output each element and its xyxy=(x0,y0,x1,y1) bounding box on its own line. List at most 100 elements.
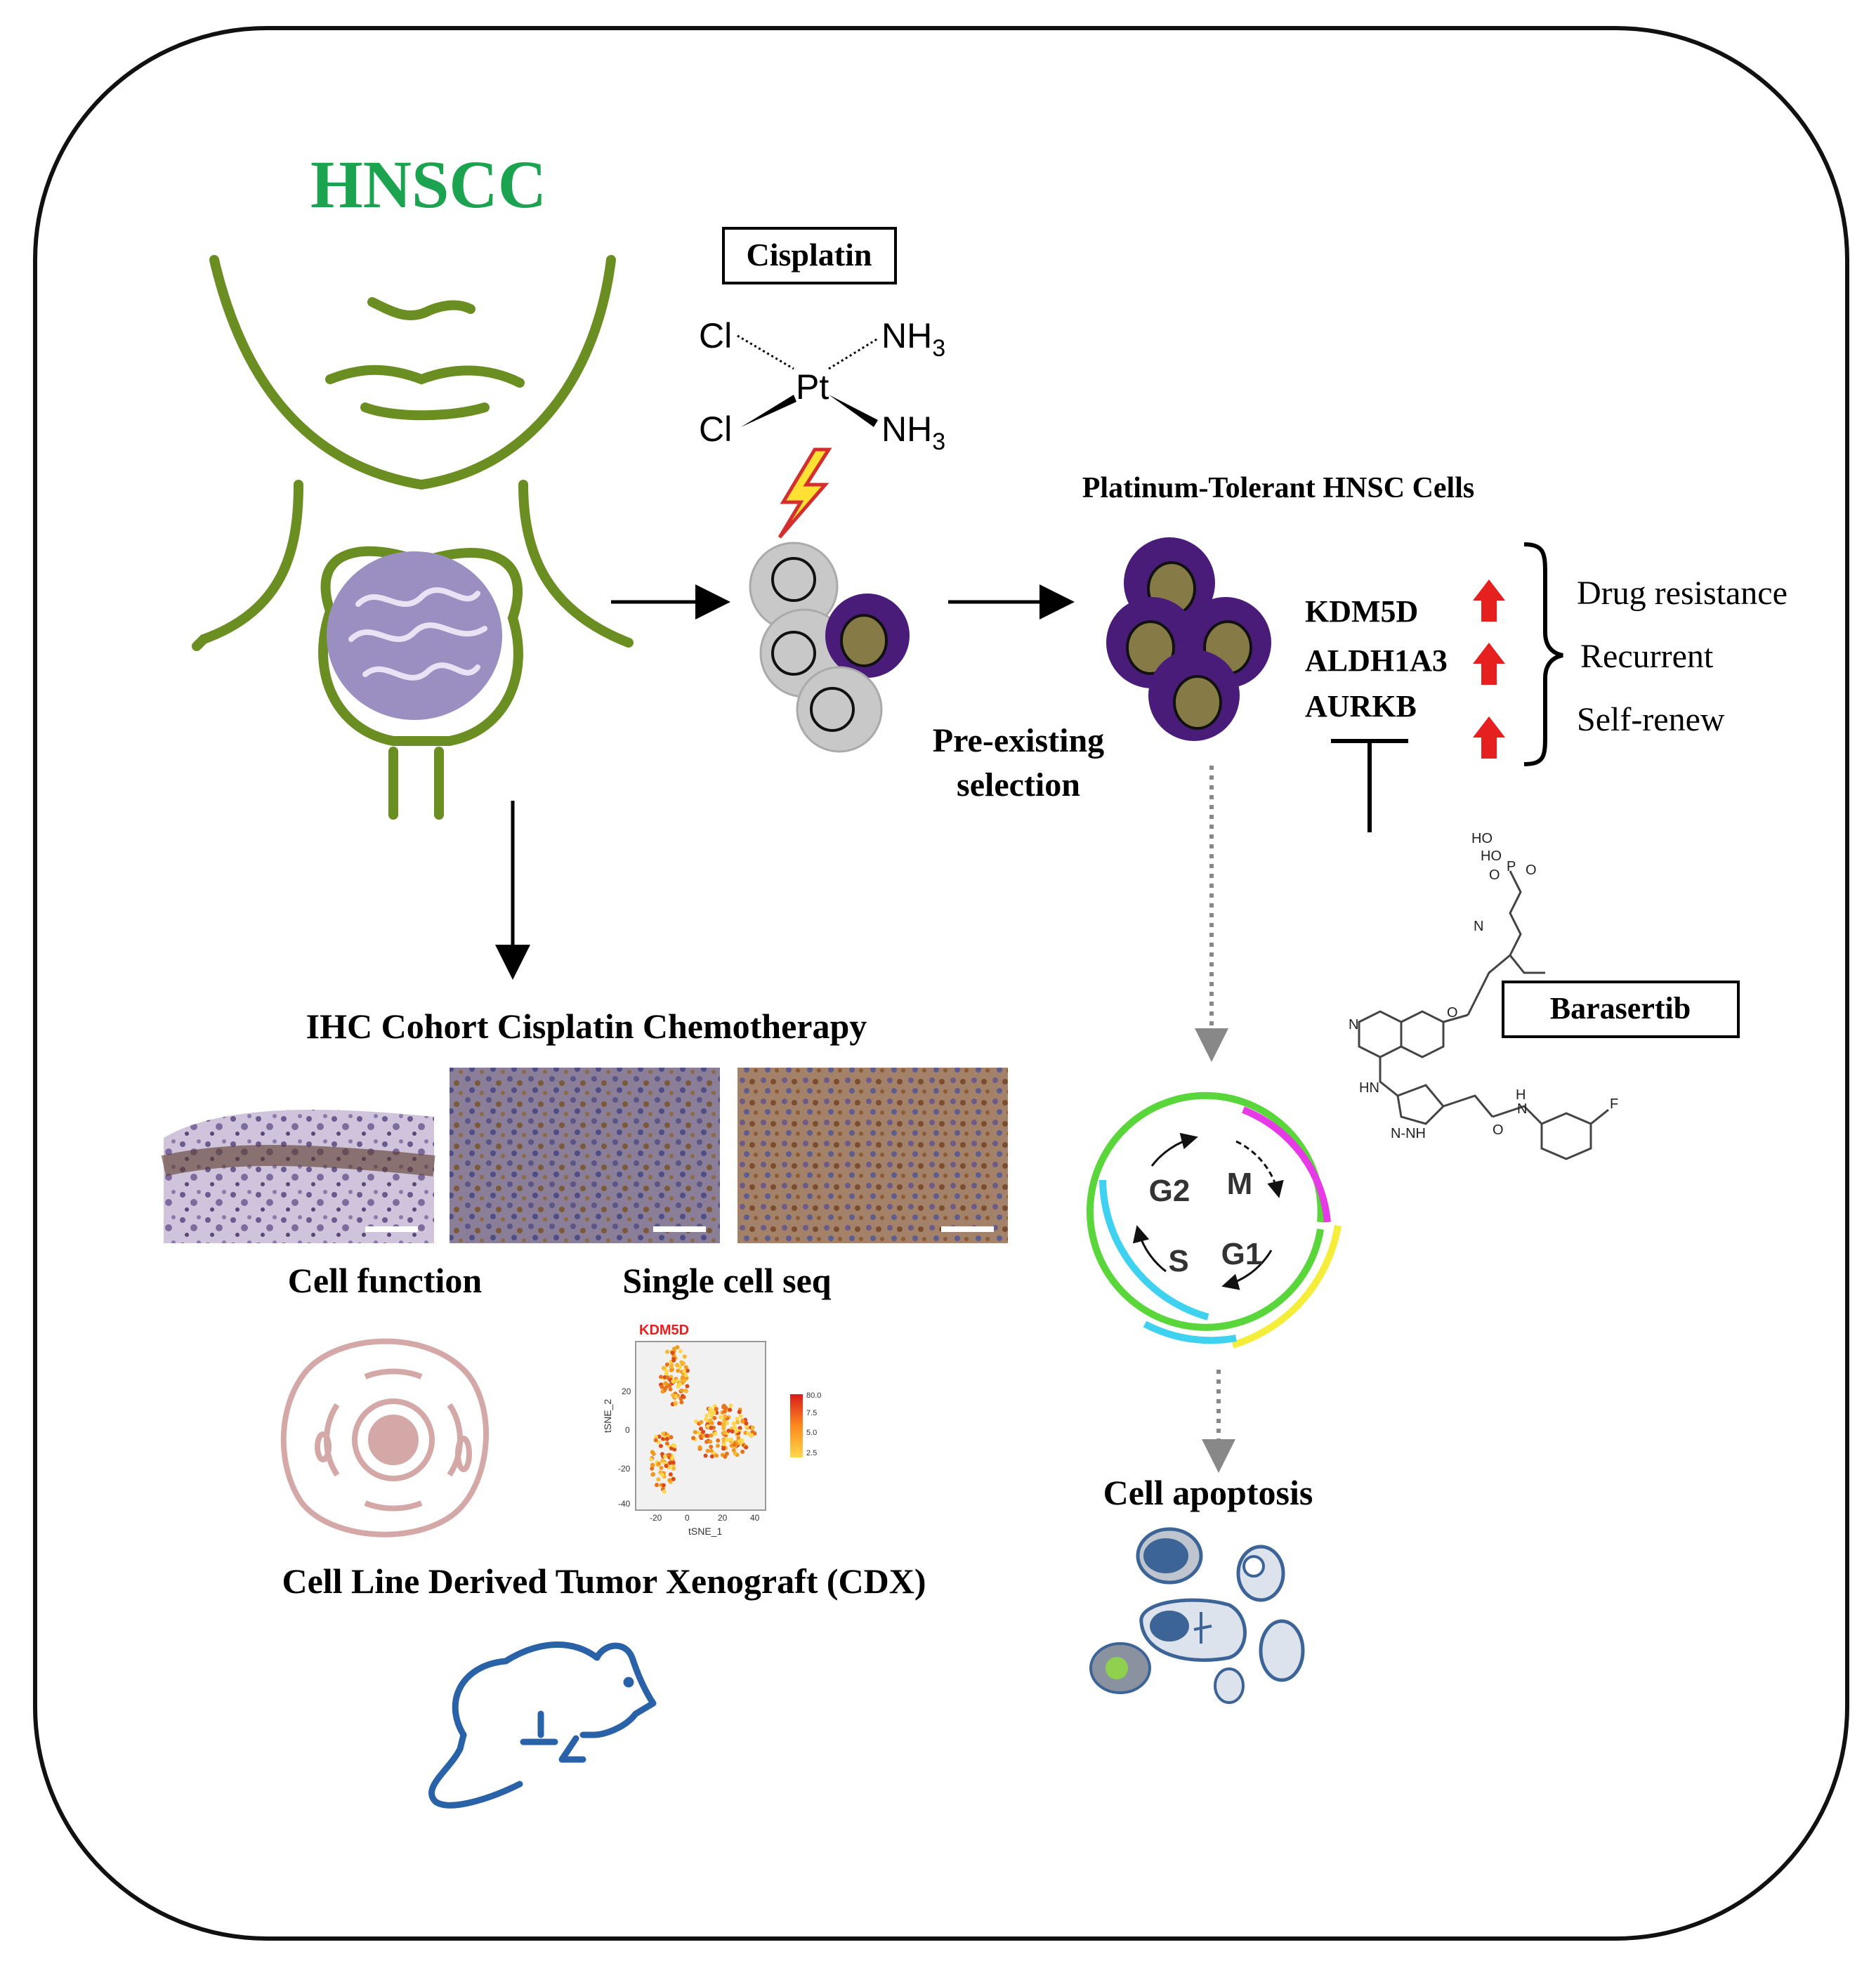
tsne-point xyxy=(721,1437,726,1442)
effect-recurrent: Recurrent xyxy=(1580,638,1714,675)
tsne-point xyxy=(735,1416,740,1421)
tsne-plot: KDM5D tSNE_2 tSNE_1 20 0 -20 -40 -20 0 2… xyxy=(602,1323,832,1537)
svg-text:5.0: 5.0 xyxy=(806,1429,817,1437)
svg-text:G1: G1 xyxy=(1221,1237,1263,1271)
tsne-point xyxy=(668,1460,673,1465)
tsne-point xyxy=(713,1431,718,1436)
svg-text:S: S xyxy=(1168,1244,1188,1278)
tsne-point xyxy=(731,1421,736,1426)
tsne-point xyxy=(650,1450,655,1455)
tsne-point xyxy=(664,1371,669,1376)
svg-text:HN: HN xyxy=(1359,1080,1379,1096)
tsne-point xyxy=(677,1382,682,1387)
apoptosis-cells xyxy=(1089,1527,1305,1704)
tsne-point xyxy=(724,1451,729,1456)
tsne-point xyxy=(744,1421,749,1426)
tsne-point xyxy=(668,1387,673,1391)
svg-text:O: O xyxy=(1493,1122,1504,1138)
tsne-point xyxy=(671,1460,676,1465)
tsne-point xyxy=(669,1446,674,1451)
svg-text:M: M xyxy=(1227,1167,1253,1201)
tsne-point xyxy=(671,1356,676,1361)
tsne-point xyxy=(650,1472,655,1477)
tsne-point xyxy=(661,1365,666,1370)
tsne-point xyxy=(733,1451,737,1456)
svg-text:O: O xyxy=(1447,1005,1458,1021)
svg-text:Pt: Pt xyxy=(796,367,829,407)
tsne-point xyxy=(668,1472,673,1477)
tsne-point xyxy=(671,1393,676,1398)
tsne-point xyxy=(704,1417,709,1422)
cisplatin-structure: Cl Cl Pt NH3 NH3 xyxy=(699,316,945,455)
tsne-point xyxy=(723,1414,728,1419)
tsne-point xyxy=(744,1445,749,1450)
tsne-point xyxy=(698,1427,703,1431)
tsne-point xyxy=(717,1421,722,1426)
tsne-point xyxy=(733,1425,737,1430)
tsne-point xyxy=(663,1386,668,1391)
tsne-point xyxy=(718,1415,723,1420)
tsne-point xyxy=(732,1442,737,1447)
cell-cycle-diagram: G2 M S G1 xyxy=(1086,1092,1342,1349)
tsne-point xyxy=(658,1443,663,1448)
tsne-point xyxy=(705,1424,710,1429)
tsne-point xyxy=(704,1413,709,1418)
svg-text:KDM5D: KDM5D xyxy=(639,1323,689,1338)
tsne-point xyxy=(708,1439,713,1444)
tsne-point xyxy=(679,1400,684,1405)
single-cell-seq-label: Single cell seq xyxy=(622,1261,831,1300)
tsne-point xyxy=(703,1453,708,1458)
tsne-point xyxy=(725,1421,730,1426)
svg-text:20: 20 xyxy=(718,1513,728,1523)
tsne-point xyxy=(669,1363,674,1368)
svg-text:O: O xyxy=(1489,867,1500,883)
tsne-point xyxy=(716,1438,721,1443)
gene-aurkb: AURKB xyxy=(1305,689,1417,723)
tsne-point xyxy=(664,1362,669,1367)
tsne-point xyxy=(736,1436,741,1441)
tsne-point xyxy=(740,1449,745,1454)
tsne-point xyxy=(683,1389,688,1394)
tsne-point xyxy=(738,1414,743,1419)
mouse-icon xyxy=(428,1641,657,1809)
tsne-point xyxy=(660,1472,664,1477)
tsne-point xyxy=(731,1448,736,1453)
tsne-point xyxy=(655,1483,660,1488)
tsne-point xyxy=(662,1489,667,1494)
lightning-bolt-icon xyxy=(778,447,832,539)
tsne-point xyxy=(653,1438,658,1443)
svg-text:tSNE_1: tSNE_1 xyxy=(688,1526,722,1537)
preexisting-line2: selection xyxy=(957,766,1080,804)
tsne-point xyxy=(683,1372,688,1377)
tsne-point xyxy=(697,1445,702,1450)
svg-text:0: 0 xyxy=(625,1425,630,1435)
tsne-point xyxy=(721,1422,726,1427)
tsne-point xyxy=(709,1426,714,1431)
tsne-point xyxy=(682,1378,687,1383)
tsne-point xyxy=(685,1368,690,1373)
svg-text:P: P xyxy=(1507,859,1516,874)
svg-text:2.5: 2.5 xyxy=(806,1449,817,1457)
apoptosis-label: Cell apoptosis xyxy=(1103,1473,1313,1512)
cisplatin-box xyxy=(722,227,897,284)
svg-text:80.0: 80.0 xyxy=(806,1391,821,1400)
tsne-point xyxy=(752,1431,757,1436)
ihc-title: IHC Cohort Cisplatin Chemotherapy xyxy=(306,1007,867,1046)
gene-kdm5d: KDM5D xyxy=(1305,594,1418,629)
tsne-point xyxy=(704,1439,709,1444)
tsne-point xyxy=(698,1434,703,1439)
tsne-point xyxy=(722,1409,727,1414)
tolerant-cell-cluster xyxy=(1106,537,1271,741)
tsne-point xyxy=(691,1436,696,1441)
cdx-label: Cell Line Derived Tumor Xenograft (CDX) xyxy=(282,1561,926,1601)
svg-text:F: F xyxy=(1610,1096,1618,1112)
svg-text:O: O xyxy=(1526,863,1537,878)
cisplatin-label: Cisplatin xyxy=(747,237,872,273)
tsne-point xyxy=(729,1437,734,1442)
tsne-point xyxy=(656,1477,661,1482)
tsne-point xyxy=(671,1379,676,1384)
tsne-point xyxy=(680,1375,685,1380)
tsne-point xyxy=(746,1431,751,1436)
tsne-point xyxy=(709,1444,714,1449)
tumor-mass xyxy=(327,551,502,720)
